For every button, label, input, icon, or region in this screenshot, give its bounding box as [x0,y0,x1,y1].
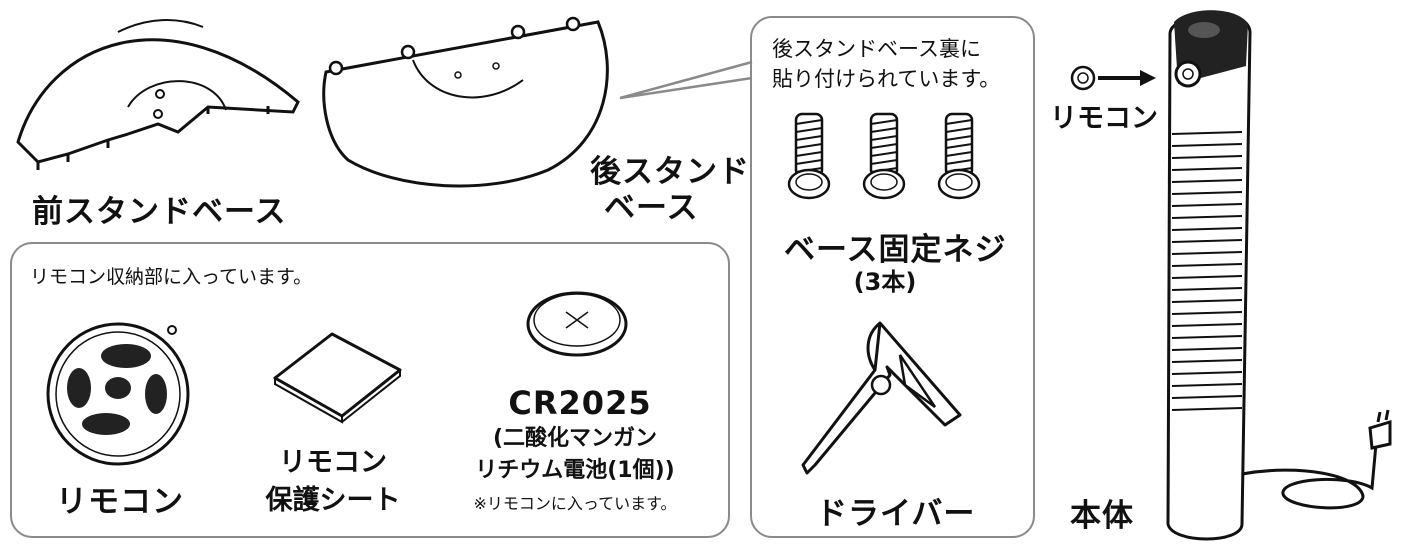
battery-illustration [526,291,628,357]
main-unit-label: 本体 [1070,498,1134,534]
callout-pointer [619,60,753,100]
screwdriver-label: ドライバー [816,496,976,532]
callout-text-line1: 後スタンドベース裏に [772,37,981,61]
remote-label: リモコン [56,484,184,520]
base-screws-illustration [787,112,981,200]
callout-text-line2: 貼り付けられています。 [772,67,1001,91]
accessories-box [750,16,1035,538]
remote-location-label: リモコン [1050,103,1158,134]
battery-desc-line2: リチウム電池(1個)) [475,458,675,483]
battery-model: CR2025 [508,384,652,422]
rear-stand-base-illustration [322,16,609,188]
remote-storage-box [10,242,730,538]
front-stand-base-label: 前スタンドベース [32,194,287,230]
front-stand-base-illustration [16,19,300,170]
protective-sheet-illustration [273,332,402,424]
remote-control-illustration [46,322,190,466]
main-unit-illustration [1166,10,1392,541]
rear-stand-base-label-line2: ベース [604,190,699,226]
rear-stand-base-label-line1: 後スタンド [590,154,750,190]
sheet-label-line1: リモコン [279,447,387,478]
remote-position-icon [1070,65,1156,91]
base-screws-label: ベース固定ネジ [784,232,1007,268]
base-screws-quantity: (3本) [853,268,917,296]
sheet-label-line2: 保護シート [265,485,401,516]
screwdriver-illustration [801,321,962,475]
battery-desc-line1: (二酸化マンガン [492,426,658,451]
storage-note: リモコン収納部に入っています。 [30,266,313,288]
battery-note: ※リモコンに入っています。 [473,494,677,513]
